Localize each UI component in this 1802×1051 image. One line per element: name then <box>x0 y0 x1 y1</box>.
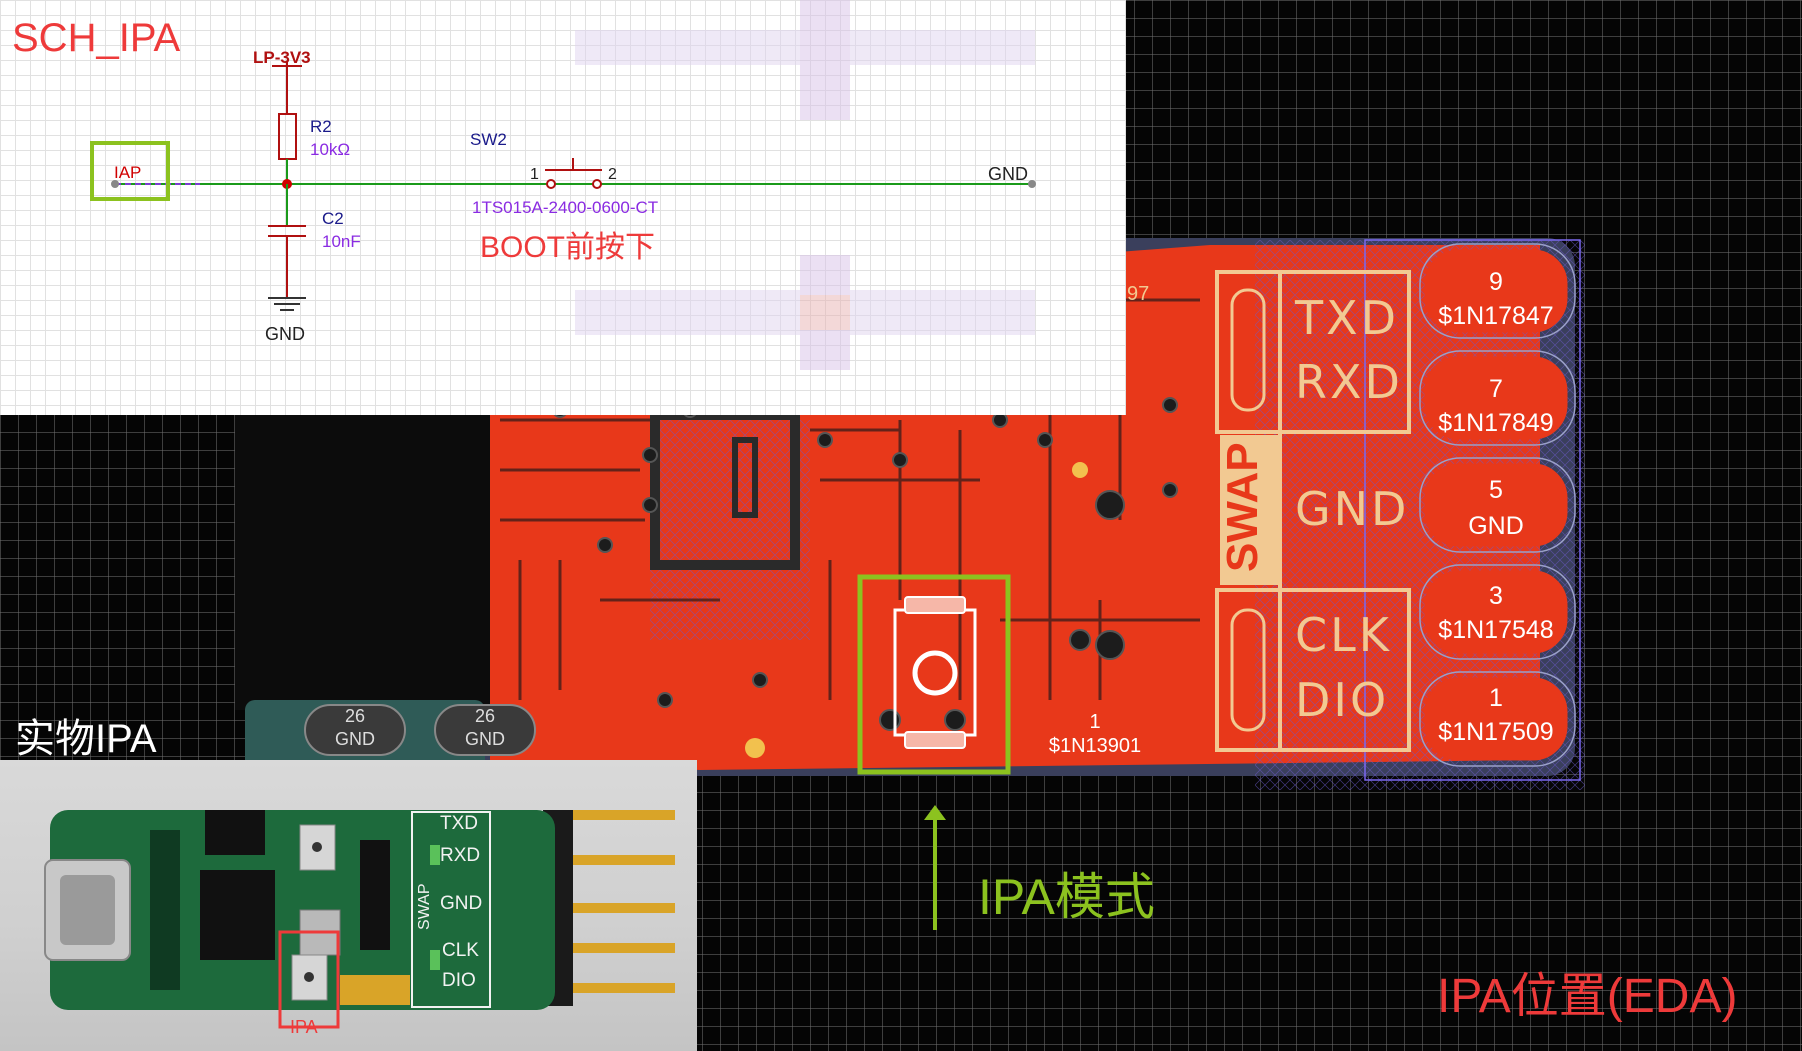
photo-ipa-highlight <box>278 930 340 1029</box>
silk-gnd: GND <box>1295 482 1410 536</box>
ipa-button-pad-bottom <box>904 731 966 749</box>
silk-rxd: RXD <box>1295 355 1403 409</box>
photo-ipa-label: IPA <box>290 1017 318 1037</box>
pad-3-num: 3 <box>1489 582 1503 610</box>
pad-13901-net: $1N13901 <box>1048 735 1142 757</box>
photo-silk-txd: TXD <box>440 813 478 834</box>
ipa-button-center <box>912 650 958 696</box>
pad-7-net: $1N17849 <box>1438 409 1554 437</box>
photo-title: 实物IPA <box>15 717 157 761</box>
sw2-symbol <box>546 179 556 189</box>
silk-connector-box <box>1215 270 1411 752</box>
pad-13901-num: 1 <box>1089 711 1101 733</box>
ipa-position-label: IPA位置(EDA) <box>1437 970 1738 1023</box>
photo-silk-box <box>411 811 491 1008</box>
schematic-title: SCH_IPA <box>12 16 181 60</box>
header-pads <box>1424 249 1568 761</box>
pad-5-net: GND <box>1468 512 1524 540</box>
blurred-region <box>575 0 1035 370</box>
ipa-arrow-head <box>924 805 946 820</box>
sw2-pin1: 1 <box>530 166 539 183</box>
c2-value: 10nF <box>322 232 361 251</box>
pad-26b-num: 26 <box>474 706 496 726</box>
mcu-footprint <box>650 410 800 570</box>
iap-highlight-box <box>90 141 170 201</box>
iap-net-label: IAP <box>114 163 142 182</box>
silk-clk: CLK <box>1295 608 1392 662</box>
ipa-highlight-box <box>857 574 1011 775</box>
silk-swap: SWAP <box>1218 442 1267 572</box>
r2-value: 10kΩ <box>310 140 351 159</box>
ipa-mode-label: IPA模式 <box>978 869 1155 925</box>
gnd-label: GND <box>265 324 305 344</box>
pad-26a-net: GND <box>335 729 375 749</box>
pad-1-net: $1N17509 <box>1438 718 1554 746</box>
c2-ref: C2 <box>322 209 344 228</box>
photo-silk-gnd: GND <box>440 893 483 914</box>
hatched-region-mcu <box>650 420 810 640</box>
r2-ref: R2 <box>310 117 332 136</box>
pad-9-net: $1N17847 <box>1438 302 1554 330</box>
ipa-button-pad-top <box>904 596 966 614</box>
gnd-right-label: GND <box>988 164 1028 184</box>
real-board-photo: TXD RXD GND CLK DIO SWAP IPA <box>0 760 697 1051</box>
photo-silk-rxd: RXD <box>440 845 481 866</box>
pad-3-net: $1N17548 <box>1438 616 1554 644</box>
pad-26-a <box>304 704 406 756</box>
sw2-part: 1TS015A-2400-0600-CT <box>472 198 659 217</box>
silk-dio: DIO <box>1295 673 1390 727</box>
keepout-outline <box>1364 239 1581 781</box>
photo-chip-1 <box>205 810 265 855</box>
label-97: 97 <box>1127 283 1150 305</box>
fiducial <box>745 738 765 758</box>
sw2-ref: SW2 <box>470 130 507 149</box>
r2-symbol <box>278 113 297 160</box>
pad-5-num: 5 <box>1489 476 1503 504</box>
boot-note: BOOT前按下 <box>480 231 656 264</box>
pad-26a-num: 26 <box>344 706 366 726</box>
pad-7-num: 7 <box>1489 375 1503 403</box>
pad-9-num: 9 <box>1489 268 1503 296</box>
pad-1-num: 1 <box>1489 684 1503 712</box>
photo-silk-clk: CLK <box>442 940 479 961</box>
photo-silk-swap: SWAP <box>416 883 433 930</box>
photo-silk-dio: DIO <box>442 970 476 991</box>
power-net-label: LP-3V3 <box>253 48 311 67</box>
silk-txd: TXD <box>1295 291 1400 345</box>
pad-26-b <box>434 704 536 756</box>
pad-26b-net: GND <box>465 729 505 749</box>
schematic-panel: SCH_IPA LP-3V3 IAP R2 10kΩ C2 10nF GND G… <box>0 0 1126 415</box>
silk-swap-bg <box>1220 435 1278 585</box>
photo-header-pins <box>543 810 675 1006</box>
photo-chip-2 <box>200 870 275 960</box>
chip-dark-area <box>235 410 490 710</box>
sw2-pin2: 2 <box>608 166 617 183</box>
